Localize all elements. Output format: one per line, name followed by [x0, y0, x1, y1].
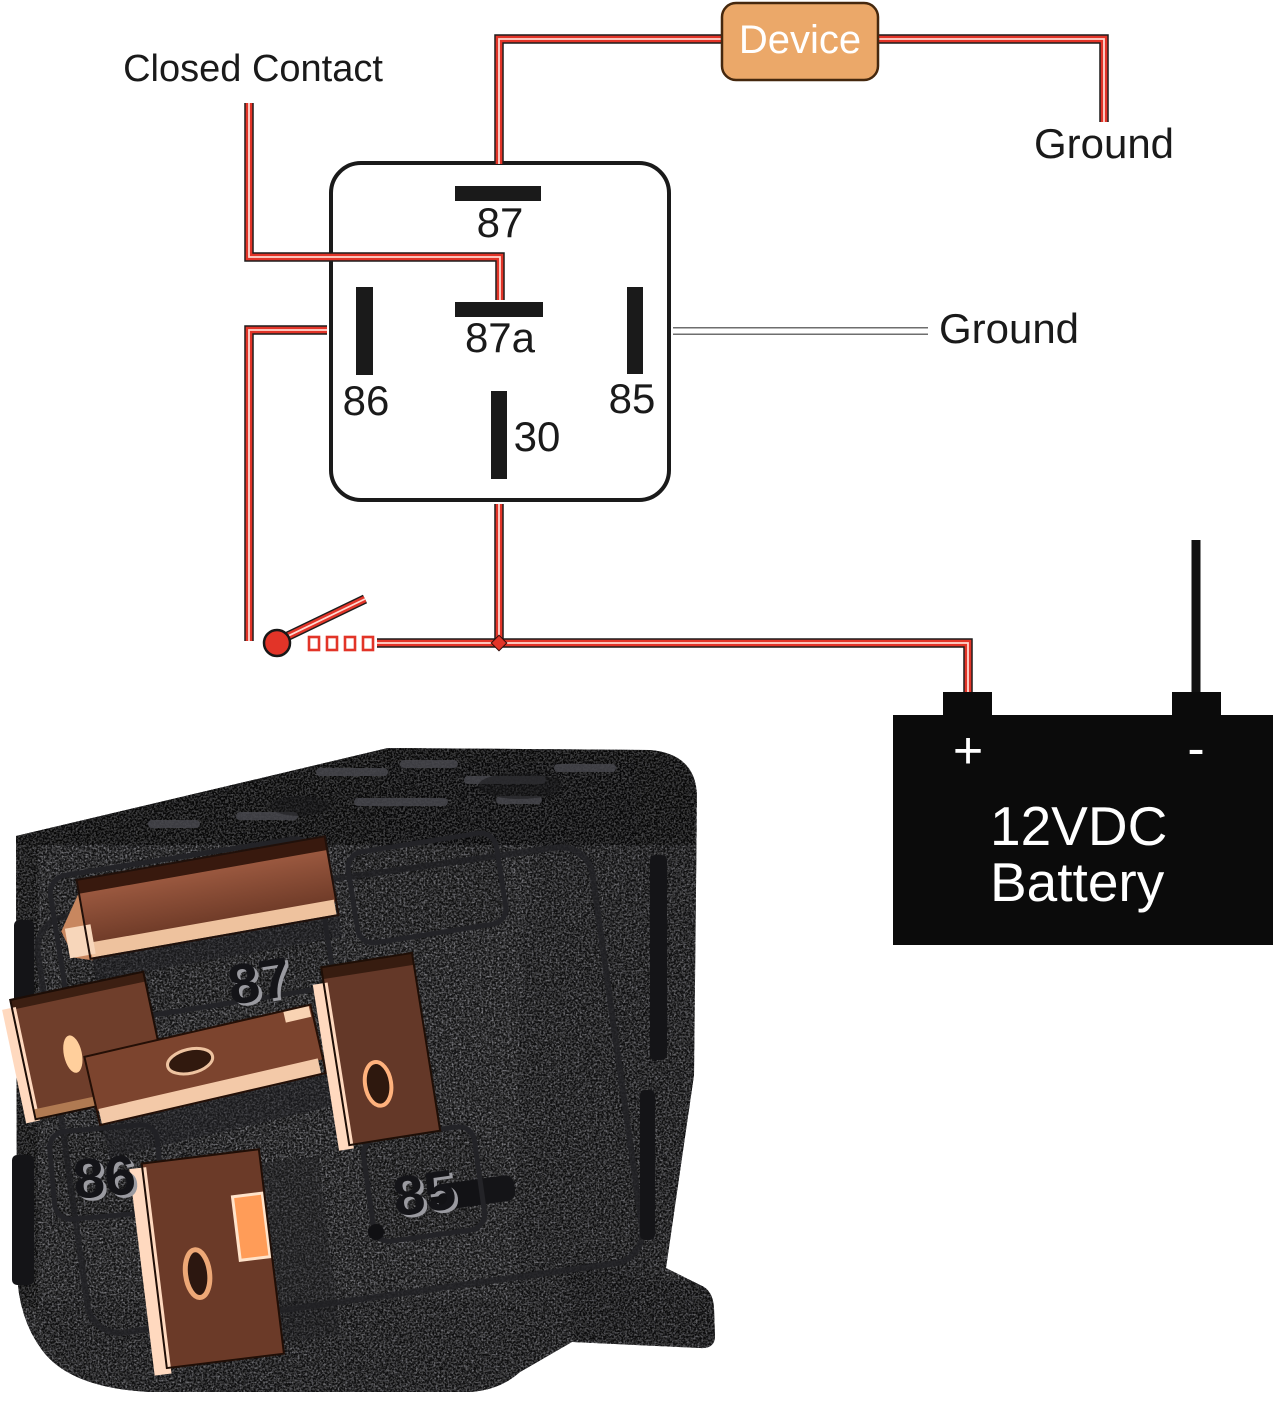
battery-body — [893, 715, 1273, 945]
svg-text:87: 87 — [227, 947, 298, 1019]
pin-30-bar — [491, 391, 507, 479]
switch-lever — [286, 599, 365, 637]
svg-text:87: 87 — [223, 945, 294, 1017]
photo-blade-85 — [312, 951, 442, 1151]
pin-87-label: 87 — [477, 199, 524, 246]
pin-86-bar — [356, 287, 373, 375]
svg-text:86: 86 — [74, 1145, 142, 1213]
ground-coil-label: Ground — [939, 305, 1079, 352]
battery: + - 12VDC Battery — [893, 692, 1273, 945]
device-box-shape — [720, 1, 880, 82]
switch-symbol — [262, 599, 508, 658]
battery-plus-sign: + — [953, 722, 983, 780]
ground-top-label: Ground — [1034, 120, 1174, 167]
relay-photo: 87 87 86 86 85 85 — [2, 748, 715, 1392]
svg-text:85: 85 — [389, 1157, 459, 1228]
pin-87a-bar — [455, 302, 543, 317]
switch-pivot-dot — [262, 628, 292, 658]
pin-87a-label: 87a — [465, 314, 536, 361]
pin-85-bar — [627, 287, 643, 374]
photo-blade-87a — [129, 1148, 286, 1376]
battery-voltage-text: 12VDC — [990, 795, 1167, 857]
svg-text:85: 85 — [392, 1160, 462, 1231]
photo-molded-86: 86 86 — [71, 1142, 142, 1213]
photo-case-dot — [368, 1224, 384, 1240]
svg-text:86: 86 — [71, 1142, 139, 1210]
molded-slots — [12, 855, 667, 1285]
pin-30-label: 30 — [514, 413, 561, 460]
battery-name-text: Battery — [990, 851, 1165, 913]
photo-blade-30 — [83, 1003, 328, 1127]
coil-86-wire — [249, 330, 327, 641]
photo-molded-85: 85 85 — [389, 1157, 463, 1231]
battery-negative-post — [1172, 692, 1221, 718]
closed-contact-label: Closed Contact — [123, 48, 383, 90]
wire-junction-mark — [490, 634, 508, 652]
device-box: Device — [720, 1, 880, 82]
pin-87-bar — [455, 186, 541, 201]
switch-contact-dashes — [307, 635, 375, 652]
relay-pins: 87 87a 86 85 30 — [343, 186, 656, 479]
photo-molded-87: 87 87 — [223, 945, 298, 1019]
photo-blade-87 — [61, 835, 340, 961]
device-label: Device — [739, 18, 861, 62]
pin-86-label: 86 — [343, 377, 390, 424]
main-power-wire — [377, 643, 968, 696]
battery-positive-post — [943, 692, 992, 718]
pin-85-label: 85 — [609, 375, 656, 422]
battery-minus-sign: - — [1187, 720, 1204, 778]
